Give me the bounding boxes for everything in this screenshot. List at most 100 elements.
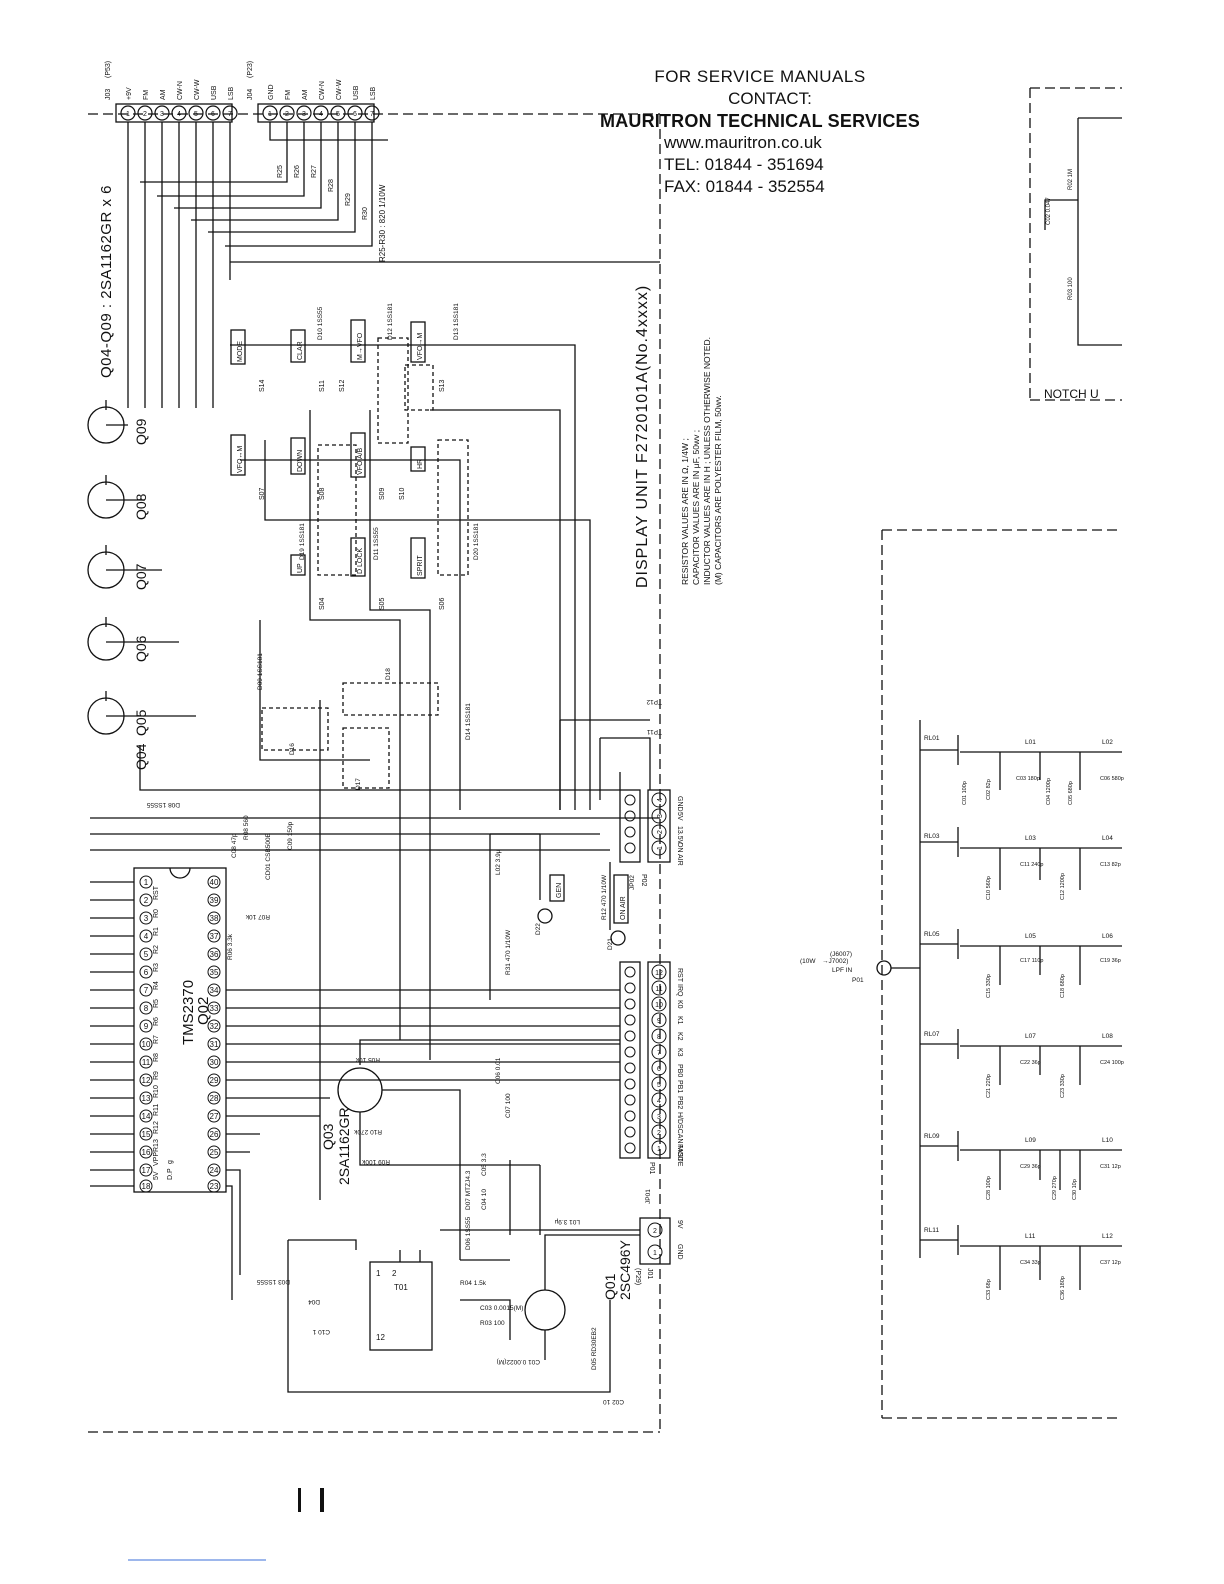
svg-text:R11: R11 [153,1104,160,1116]
svg-text:K0: K0 [676,1000,683,1009]
svg-text:12: 12 [376,1333,385,1342]
t01-transformer [369,1261,433,1351]
svg-text:(J6007): (J6007) [830,951,852,958]
svg-text:(10W: (10W [800,958,816,965]
svg-text:14: 14 [142,1112,151,1121]
svg-text:C31 12p: C31 12p [1100,1164,1121,1170]
svg-text:JP02: JP02 [629,875,636,890]
svg-text:C15 330p: C15 330p [986,974,992,998]
key-hr: HR [417,459,424,469]
svg-text:JP01: JP01 [645,1189,652,1204]
svg-text:R04 1.5k: R04 1.5k [460,1280,487,1287]
svg-text:4: 4 [319,111,323,118]
diode-labels: D10 1SS55 D12 1SS181 D13 1SS181 D19 1SS1… [146,303,480,808]
j04-signal-6: USB [353,85,360,100]
svg-text:2: 2 [392,1269,397,1278]
svg-text:T01: T01 [394,1283,408,1292]
svg-text:34: 34 [210,986,219,995]
svg-text:D13 1SS181: D13 1SS181 [453,303,460,340]
svg-text:6: 6 [657,1066,661,1073]
svg-text:10: 10 [142,1040,151,1049]
svg-text:→J7002): →J7002) [822,958,848,965]
svg-text:C37 12p: C37 12p [1100,1260,1121,1266]
svg-text:RST: RST [153,885,160,900]
svg-text:7: 7 [657,1050,661,1057]
j03-signal-1: +9V [126,87,133,100]
svg-text:J01: J01 [646,1268,653,1279]
svg-text:C08 47p: C08 47p [231,833,238,858]
svg-text:R02 1M: R02 1M [1068,169,1074,190]
svg-text:D16: D16 [289,743,296,755]
svg-text:D22: D22 [535,923,542,935]
service-line-6: FAX: 01844 - 352554 [664,177,825,196]
svg-text:1: 1 [657,1146,661,1153]
svg-text:R26: R26 [294,165,301,178]
svg-text:33: 33 [210,1004,219,1013]
svg-text:C05 3.3: C05 3.3 [481,1153,488,1176]
lpf-unit-border [881,529,1122,1419]
lpf-input-jack [876,960,892,976]
svg-text:7: 7 [228,111,232,118]
svg-text:L07: L07 [1025,1033,1036,1040]
j04-label: J04 [247,89,254,100]
svg-text:R8: R8 [153,1053,160,1062]
svg-text:8: 8 [144,1004,149,1013]
svg-text:R31 470 1/10W: R31 470 1/10W [505,929,512,975]
connector-labels: J03 (P53) J04 (P23) +9V FM AM CW-N CW-W … [105,61,377,100]
j03-signal-7: LSB [228,86,235,100]
svg-text:C02 82p: C02 82p [986,779,992,800]
svg-text:L10: L10 [1102,1137,1113,1144]
svg-text:C04 1200p: C04 1200p [1046,778,1052,805]
svg-text:R06 3.3k: R06 3.3k [227,933,234,960]
svg-text:C02 0.047: C02 0.047 [1046,197,1052,225]
svg-text:K2: K2 [676,1032,683,1041]
j04-signal-2: FM [285,90,292,100]
key-vfo-swap: VFO↔M [237,446,244,473]
svg-text:RL07: RL07 [924,1031,940,1038]
svg-text:D14 1SS181: D14 1SS181 [465,703,472,740]
transistor-ref-labels: Q09 Q08 Q07 Q06 Q05 Q04 [133,418,149,770]
q09-label: Q09 [133,418,149,445]
lpf-cap-labels: C01 100p C02 82p C03 180p C04 1200p C05 … [962,776,1124,1300]
svg-text:RL03: RL03 [924,833,940,840]
svg-text:C04 10: C04 10 [481,1189,488,1210]
svg-text:28: 28 [210,1094,219,1103]
svg-text:C21 220p: C21 220p [986,1074,992,1098]
svg-text:L05: L05 [1025,933,1036,940]
svg-text:C28 100p: C28 100p [986,1176,992,1200]
svg-text:1: 1 [653,1250,657,1257]
svg-text:1: 1 [657,846,664,850]
svg-text:RST: RST [676,968,683,983]
svg-text:D17: D17 [355,778,362,790]
j03-signal-6: USB [211,85,218,100]
svg-text:C02 10: C02 10 [603,1398,624,1405]
key-mode: MODE [237,341,244,362]
svg-text:4: 4 [144,932,149,941]
q07-label: Q07 [133,563,149,590]
svg-text:C33 68p: C33 68p [986,1279,992,1300]
svg-text:32: 32 [210,1022,219,1031]
svg-text:C24 100p: C24 100p [1100,1060,1124,1066]
svg-text:5: 5 [144,950,149,959]
svg-text:5: 5 [657,1082,661,1089]
svg-text:2: 2 [285,111,289,118]
q01-symbol [524,1289,566,1331]
svg-text:S07: S07 [259,487,266,500]
j04-signal-3: AM [302,89,309,100]
svg-text:C10 560p: C10 560p [986,876,992,900]
svg-text:R1: R1 [153,927,160,936]
service-notice: FOR SERVICE MANUALS CONTACT: MAURITRON T… [600,66,920,198]
svg-text:3: 3 [302,111,306,118]
svg-text:R27: R27 [311,165,318,178]
svg-text:ON AIR: ON AIR [676,842,683,866]
svg-text:R2: R2 [153,945,160,954]
svg-text:R9: R9 [153,1071,160,1080]
svg-text:RL05: RL05 [924,931,940,938]
svg-text:13: 13 [142,1094,151,1103]
lpf-relay-rows [920,735,1122,1290]
svg-text:C17 110p: C17 110p [1020,958,1043,964]
svg-text:9: 9 [657,1018,661,1025]
svg-text:R10 270k: R10 270k [353,1128,382,1135]
svg-text:P01: P01 [648,1162,655,1175]
